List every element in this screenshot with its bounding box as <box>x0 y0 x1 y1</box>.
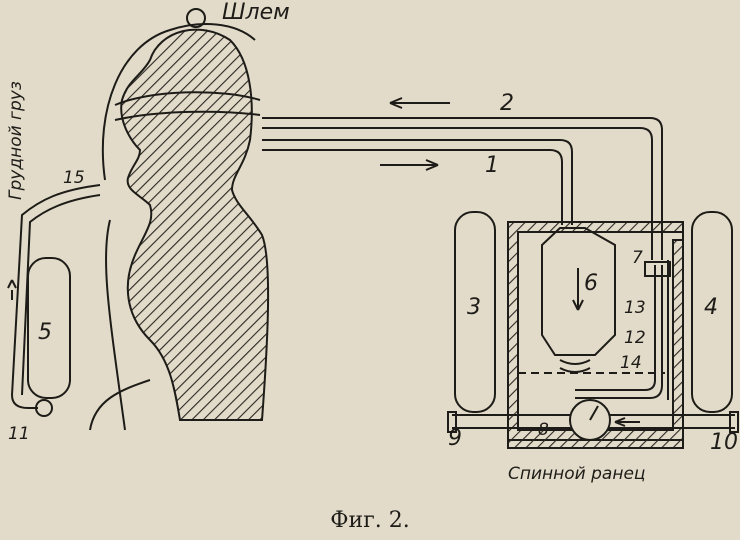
cylinder-3 <box>454 211 496 413</box>
label-10: 10 <box>710 430 738 455</box>
label-11: 11 <box>8 424 30 444</box>
label-2: 2 <box>500 91 514 116</box>
label-12: 12 <box>624 328 646 348</box>
label-14: 14 <box>620 353 642 373</box>
label-6: 6 <box>584 271 598 296</box>
label-7: 7 <box>632 248 643 268</box>
label-8: 8 <box>538 420 549 440</box>
hose-2 <box>262 117 663 260</box>
chest-hose <box>10 184 101 409</box>
figure-caption: Фиг. 2. <box>330 508 410 533</box>
label-13: 13 <box>624 298 646 318</box>
cylinder-5 <box>27 257 71 399</box>
label-backpack: Спинной ранец <box>508 464 646 484</box>
hose-1 <box>262 139 573 225</box>
label-15: 15 <box>63 168 85 188</box>
label-3: 3 <box>467 295 481 320</box>
label-helmet: Шлем <box>222 0 290 25</box>
label-5: 5 <box>38 320 52 345</box>
cylinder-4 <box>691 211 733 413</box>
helmet <box>101 23 256 181</box>
canister-6 <box>541 227 616 356</box>
label-1: 1 <box>485 153 499 178</box>
label-chest-weight: Грудной груз <box>6 81 26 200</box>
label-4: 4 <box>704 295 718 320</box>
diver-body <box>120 28 270 421</box>
label-9: 9 <box>448 426 462 451</box>
